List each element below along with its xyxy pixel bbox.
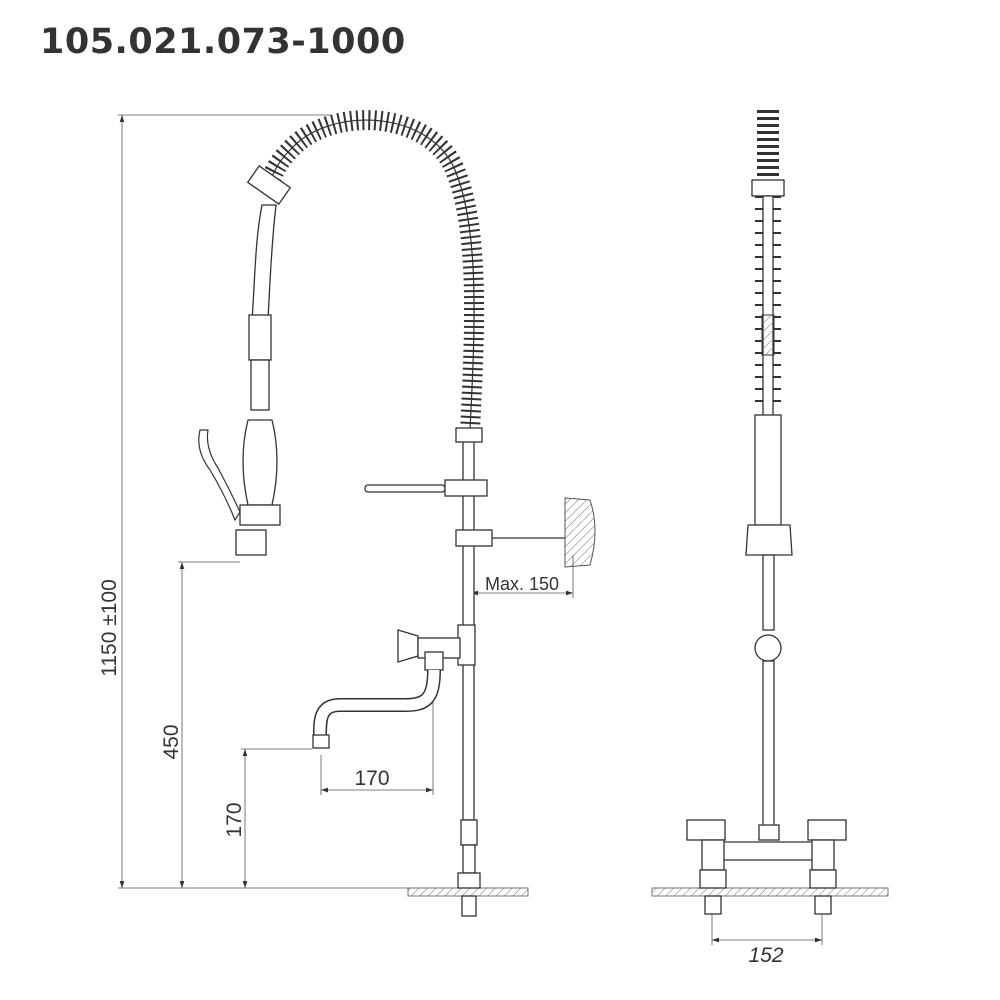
dimension-hand-shower-height: 450: [160, 561, 240, 888]
dimension-spout-reach: 170: [320, 660, 434, 795]
dimension-total-height: 1150 ±100: [98, 114, 330, 888]
side-view-faucet: [198, 110, 596, 917]
dim-label-hand-shower-height: 450: [160, 724, 183, 759]
dimension-spout-height: 170: [223, 748, 312, 888]
dim-label-total-height: 1150 ±100: [98, 579, 121, 677]
drawing-title: 105.021.073-1000: [40, 22, 406, 62]
dim-label-spout-reach: 170: [354, 767, 389, 790]
dim-label-deck-centers: 152: [748, 944, 783, 967]
countertop-section: [407, 887, 529, 897]
dimension-deck-centers: 152: [711, 914, 823, 967]
dim-label-spout-height: 170: [223, 802, 246, 837]
front-view-faucet: [651, 110, 889, 915]
dim-label-wall-bracket: Max. 150: [485, 574, 559, 594]
countertop-section-front: [651, 887, 889, 897]
dimension-wall-bracket: Max. 150: [471, 555, 574, 598]
